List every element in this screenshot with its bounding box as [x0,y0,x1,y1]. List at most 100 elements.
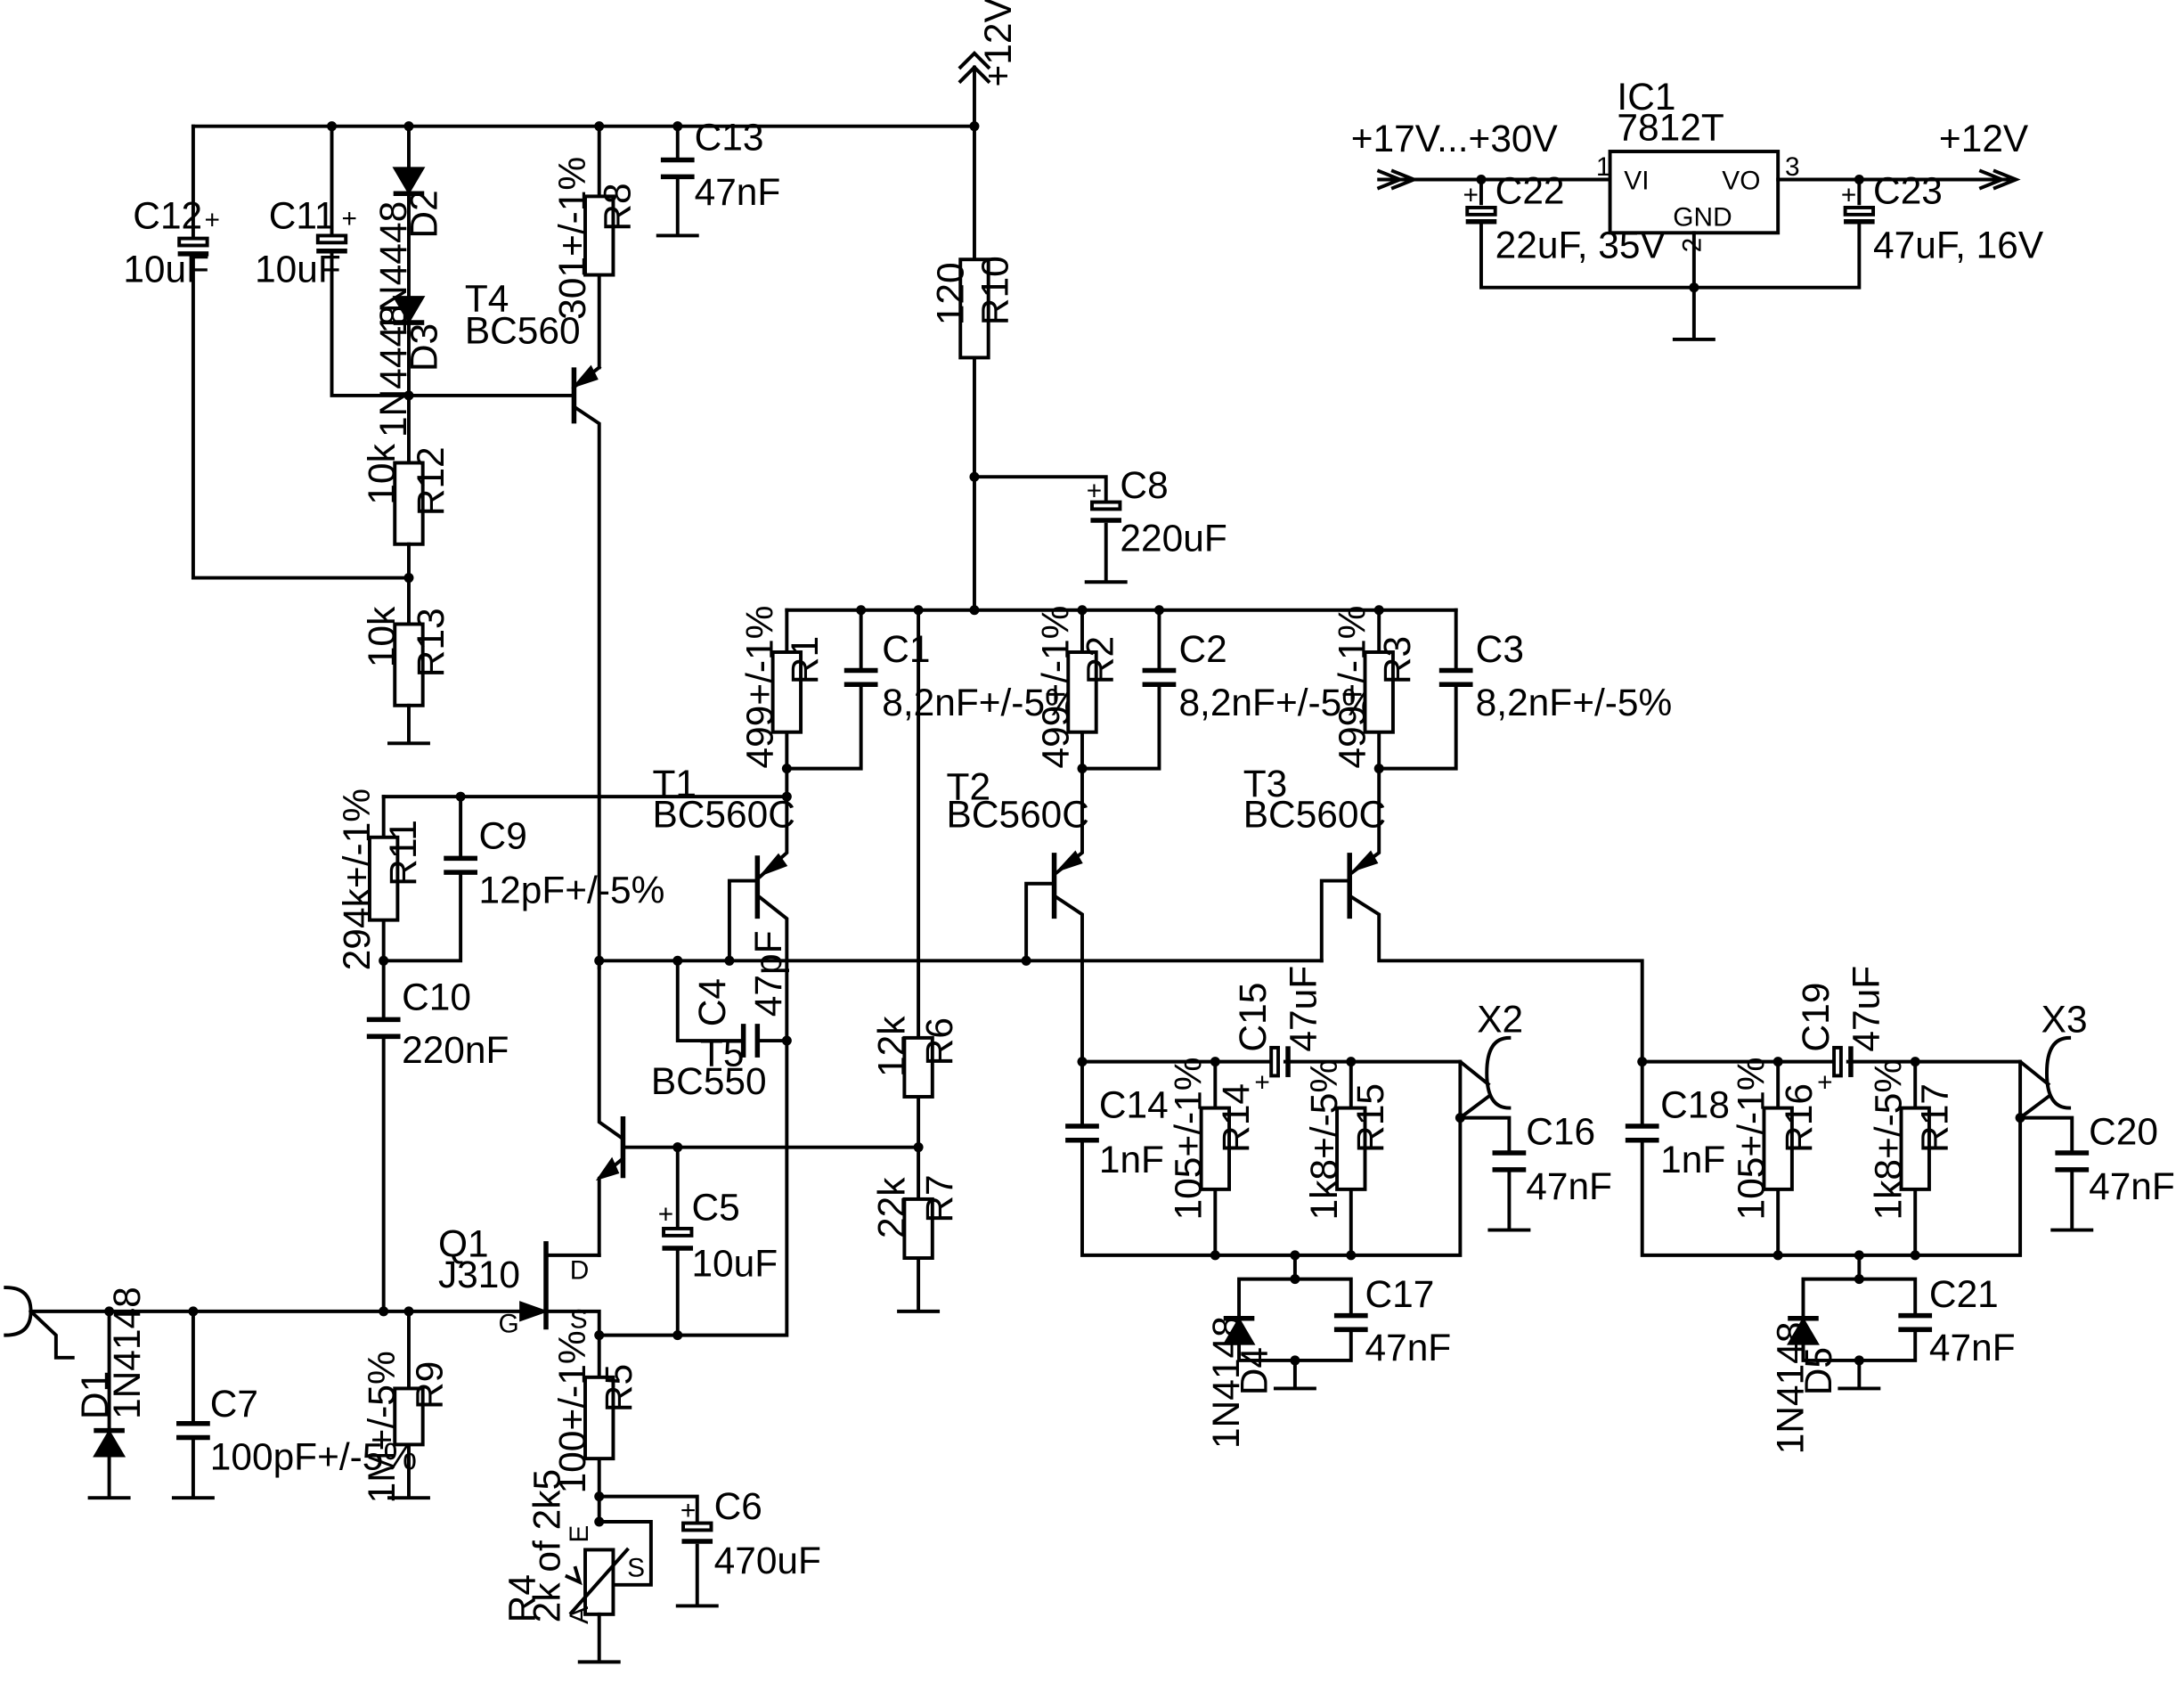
c5-polarity: + [658,1200,673,1230]
c21-value: 47nF [1929,1327,2016,1368]
r9-ref: R9 [409,1361,451,1409]
c20-value: 47nF [2089,1165,2175,1207]
ic1-part: 7812T [1617,106,1724,148]
bias-network: + C12 10uF + C11 10uF 1N4448 D2 1N4448 D… [123,124,638,970]
c22-ref: C22 [1495,169,1565,211]
r16-value: 105+/-1% [1730,1057,1772,1220]
c4-ref: C4 [691,978,733,1026]
c12-polarity: + [204,206,219,235]
input-stage: D1 1N4148 C7 100pF+/-5% 1M+/-5% R9 Q1 J3… [4,1039,821,1664]
c16-ref: C16 [1526,1110,1595,1152]
c15-value: 47uF [1283,966,1324,1052]
c17-value: 47nF [1365,1327,1452,1368]
c2-value: 8,2nF+/-5% [1178,682,1375,723]
d4-part: 1N4148 [1205,1316,1247,1449]
r7-ref: R7 [918,1174,960,1222]
t1-part: BC560C [652,794,795,836]
t5-ref: T5 [700,1032,745,1074]
c23-polarity: + [1841,180,1856,209]
r4-pin-e: E [565,1525,594,1543]
c18-value: 1nF [1660,1139,1725,1181]
r13-value: 10k [361,606,403,667]
t2-part: BC560C [947,794,1089,836]
r3-value: 499+/-1% [1332,606,1373,769]
c12-ref: C12 [133,195,202,237]
c10-value: 220nF [402,1029,509,1071]
d4-ref: D4 [1234,1347,1275,1395]
c23-value: 47uF, 16V [1873,225,2044,266]
t3-ref: T3 [1243,763,1288,805]
r14-value: 105+/-1% [1168,1057,1210,1220]
c4-value: 47pF [747,930,789,1017]
c7-value: 100pF+/-5% [210,1436,417,1478]
r6-value: 12k [870,1016,912,1077]
t2-ref: T2 [947,765,991,807]
c9-value: 12pF+/-5% [479,870,665,911]
c14-value: 1nF [1099,1139,1164,1181]
r2-ref: R2 [1080,636,1121,684]
ic1-box [1608,150,1781,235]
c10-ref: C10 [402,976,471,1017]
c13-ref: C13 [695,116,764,158]
q1-part: J310 [438,1254,520,1295]
r5-value: 100+/-1% [551,1330,593,1493]
c15-ref: C15 [1232,983,1274,1052]
d2-part: 1N4448 [372,201,414,334]
c18-ref: C18 [1660,1084,1730,1126]
c19-polarity: + [1817,1068,1832,1098]
d5-part: 1N4148 [1770,1322,1812,1455]
r8-ref: R8 [596,183,638,231]
r4-ref: R4 [501,1574,542,1622]
c3-ref: C3 [1476,628,1524,670]
c14-ref: C14 [1099,1084,1169,1126]
r10-ref: R10 [974,256,1016,325]
r3-ref: R3 [1376,636,1418,684]
r12-value: 10k [361,443,403,504]
d3-ref: D3 [403,323,444,372]
r12-ref: R12 [410,446,452,516]
c6-ref: C6 [714,1485,762,1527]
r15-ref: R15 [1349,1083,1391,1153]
q1-pin-g: G [499,1309,519,1338]
q1-pin-d: D [570,1256,590,1286]
ic1-pin2: 2 [1678,238,1707,253]
r4-value: 2k of 2k5 [526,1469,568,1622]
q1-ref: Q1 [438,1222,489,1264]
ic1-ref: IC1 [1617,76,1675,118]
r1-ref: R1 [784,636,826,684]
q1-pin-s: S [570,1305,588,1335]
r15-value: 1k8+/-5% [1303,1059,1345,1221]
c2-ref: C2 [1178,628,1226,670]
r10-value: 120 [929,262,971,325]
c1-ref: C1 [882,628,930,670]
c6-value: 470uF [714,1540,821,1581]
ic1-pin-vo: VO [1722,166,1760,195]
c7-ref: C7 [210,1383,258,1425]
regulator-section: +17V...+30V +12V IC1 7812T VI VO GND 1 3… [1351,76,2044,341]
t4-ref: T4 [465,277,509,319]
c9-ref: C9 [479,814,527,856]
c16-value: 47nF [1526,1165,1612,1207]
r17-ref: R17 [1913,1083,1955,1153]
ic1-pin1: 1 [1596,152,1611,182]
supply-rail: +12V C13 47nF 120 R10 + C8 220uF [191,0,1227,612]
r4-pin-s: S [627,1553,645,1582]
c22-polarity: + [1463,180,1479,209]
r11-value: 294k+/-1% [336,788,378,970]
output-x3: + C19 47uF X3 C20 47nF C18 1nF 105+/-1% … [1625,966,2175,1455]
c12-value: 10uF [123,248,209,290]
c15-polarity: + [1254,1068,1269,1098]
output-x2: + C15 47uF X2 C16 47nF C14 1nF 105+/-1% … [1065,966,1612,1449]
r14-ref: R14 [1215,1083,1257,1153]
ic1-pin3: 3 [1785,152,1800,182]
c17-ref: C17 [1365,1273,1435,1315]
c8-ref: C8 [1120,464,1168,506]
c1-value: 8,2nF+/-5% [882,682,1079,723]
c5-ref: C5 [691,1186,739,1228]
r11-ref: R11 [382,820,424,886]
r1-value: 499+/-1% [739,606,781,769]
r13-ref: R13 [410,608,452,677]
d2-ref: D2 [403,190,444,238]
r5-ref: R5 [598,1364,640,1412]
